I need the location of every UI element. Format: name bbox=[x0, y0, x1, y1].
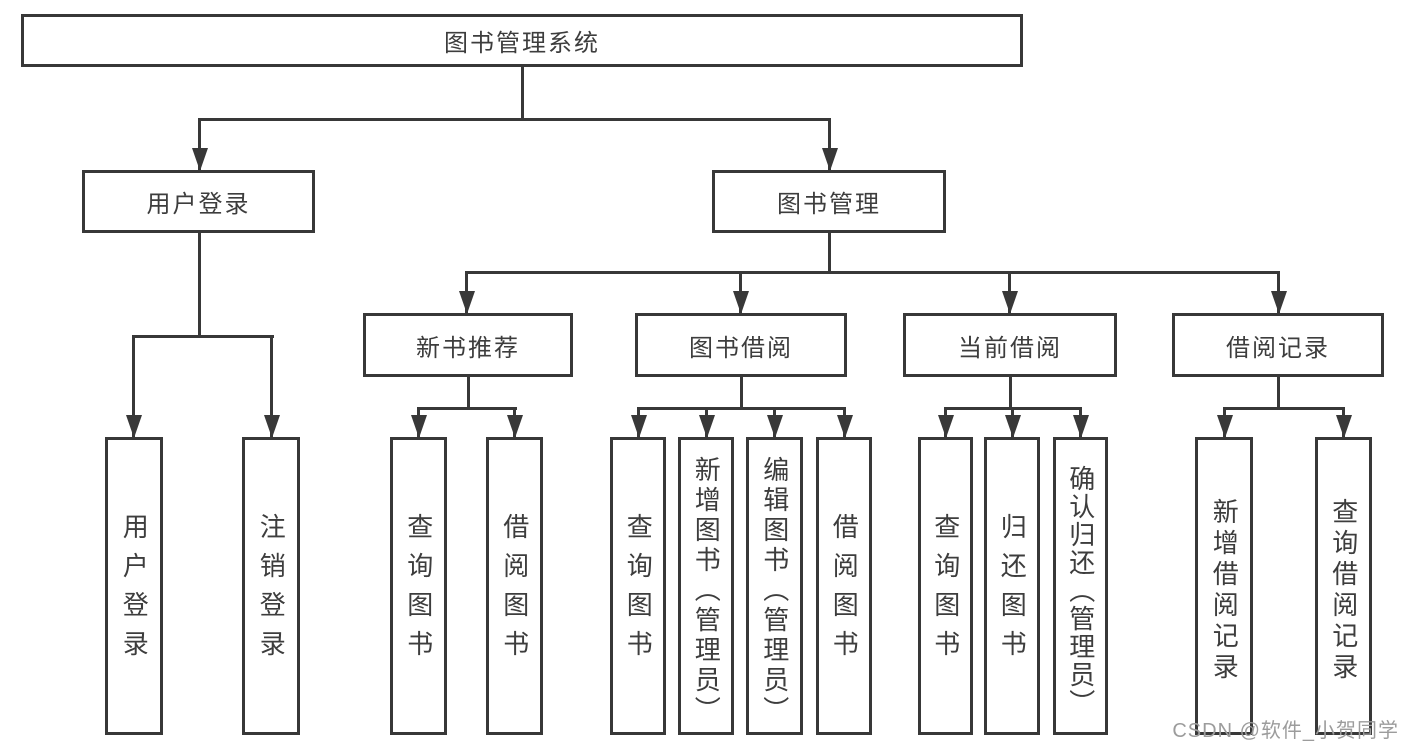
arrow-to-leaf-borrow-books-1 bbox=[506, 407, 523, 438]
leaf-borrow-books-2: 借阅图书 bbox=[816, 437, 872, 735]
connector-stem-book-borrow bbox=[740, 377, 743, 410]
arrow-to-new-book-recommend bbox=[458, 271, 475, 314]
connector-rail-level2 bbox=[198, 118, 831, 121]
connector-rail-level3 bbox=[465, 271, 1280, 274]
leaf-query-books-3: 查询图书 bbox=[918, 437, 973, 735]
node-new-book-recommend: 新书推荐 bbox=[363, 313, 573, 377]
arrow-to-leaf-query-books-1 bbox=[410, 407, 427, 438]
leaf-add-borrow-record: 新增借阅记录 bbox=[1195, 437, 1253, 735]
connector-stem-root bbox=[521, 67, 524, 118]
connector-stem-current-borrow bbox=[1009, 377, 1012, 410]
leaf-return-book: 归还图书 bbox=[984, 437, 1040, 735]
connector-stem-book-management bbox=[828, 233, 831, 274]
node-current-borrow: 当前借阅 bbox=[903, 313, 1117, 377]
leaf-query-borrow-record: 查询借阅记录 bbox=[1315, 437, 1372, 735]
arrow-to-leaf-query-books-2 bbox=[630, 407, 647, 438]
node-borrow-records: 借阅记录 bbox=[1172, 313, 1384, 377]
arrow-to-book-borrow bbox=[732, 271, 749, 314]
leaf-logout: 注销登录 bbox=[242, 437, 300, 735]
arrow-to-leaf-borrow-books-2 bbox=[836, 407, 853, 438]
connector-stem-borrow-records bbox=[1277, 377, 1280, 410]
arrow-to-leaf-confirm-return bbox=[1072, 407, 1089, 438]
arrow-to-borrow-records bbox=[1270, 271, 1287, 314]
arrow-to-book-management bbox=[821, 118, 838, 171]
arrow-to-leaf-user-login bbox=[125, 335, 142, 438]
node-library-system: 图书管理系统 bbox=[21, 14, 1023, 67]
connector-rail-new-book-children bbox=[417, 407, 517, 410]
arrow-to-user-login bbox=[191, 118, 208, 171]
arrow-to-leaf-return-book bbox=[1004, 407, 1021, 438]
connector-rail-user-login-children bbox=[133, 335, 274, 338]
leaf-user-login: 用户登录 bbox=[105, 437, 163, 735]
arrow-to-leaf-add-borrow-record bbox=[1216, 407, 1233, 438]
arrow-to-leaf-logout bbox=[263, 335, 280, 438]
leaf-edit-book-admin: 编辑图书（管理员） bbox=[746, 437, 803, 735]
connector-rail-borrow-records-children bbox=[1223, 407, 1345, 410]
arrow-to-leaf-add-book bbox=[698, 407, 715, 438]
node-user-login: 用户登录 bbox=[82, 170, 315, 233]
node-book-borrow: 图书借阅 bbox=[635, 313, 847, 377]
leaf-add-book-admin: 新增图书（管理员） bbox=[678, 437, 734, 735]
leaf-query-books-2: 查询图书 bbox=[610, 437, 666, 735]
connector-stem-user-login bbox=[198, 233, 201, 338]
leaf-query-books-1: 查询图书 bbox=[390, 437, 447, 735]
arrow-to-leaf-query-books-3 bbox=[937, 407, 954, 438]
node-book-management: 图书管理 bbox=[712, 170, 946, 233]
arrow-to-leaf-query-borrow-record bbox=[1335, 407, 1352, 438]
arrow-to-leaf-edit-book bbox=[766, 407, 783, 438]
connector-stem-new-book-recommend bbox=[467, 377, 470, 410]
csdn-watermark: CSDN @软件_小贺同学 bbox=[1172, 720, 1399, 742]
arrow-to-current-borrow bbox=[1001, 271, 1018, 314]
leaf-borrow-books-1: 借阅图书 bbox=[486, 437, 543, 735]
connector-rail-book-borrow-children bbox=[637, 407, 846, 410]
leaf-confirm-return-admin: 确认归还（管理员） bbox=[1053, 437, 1108, 735]
